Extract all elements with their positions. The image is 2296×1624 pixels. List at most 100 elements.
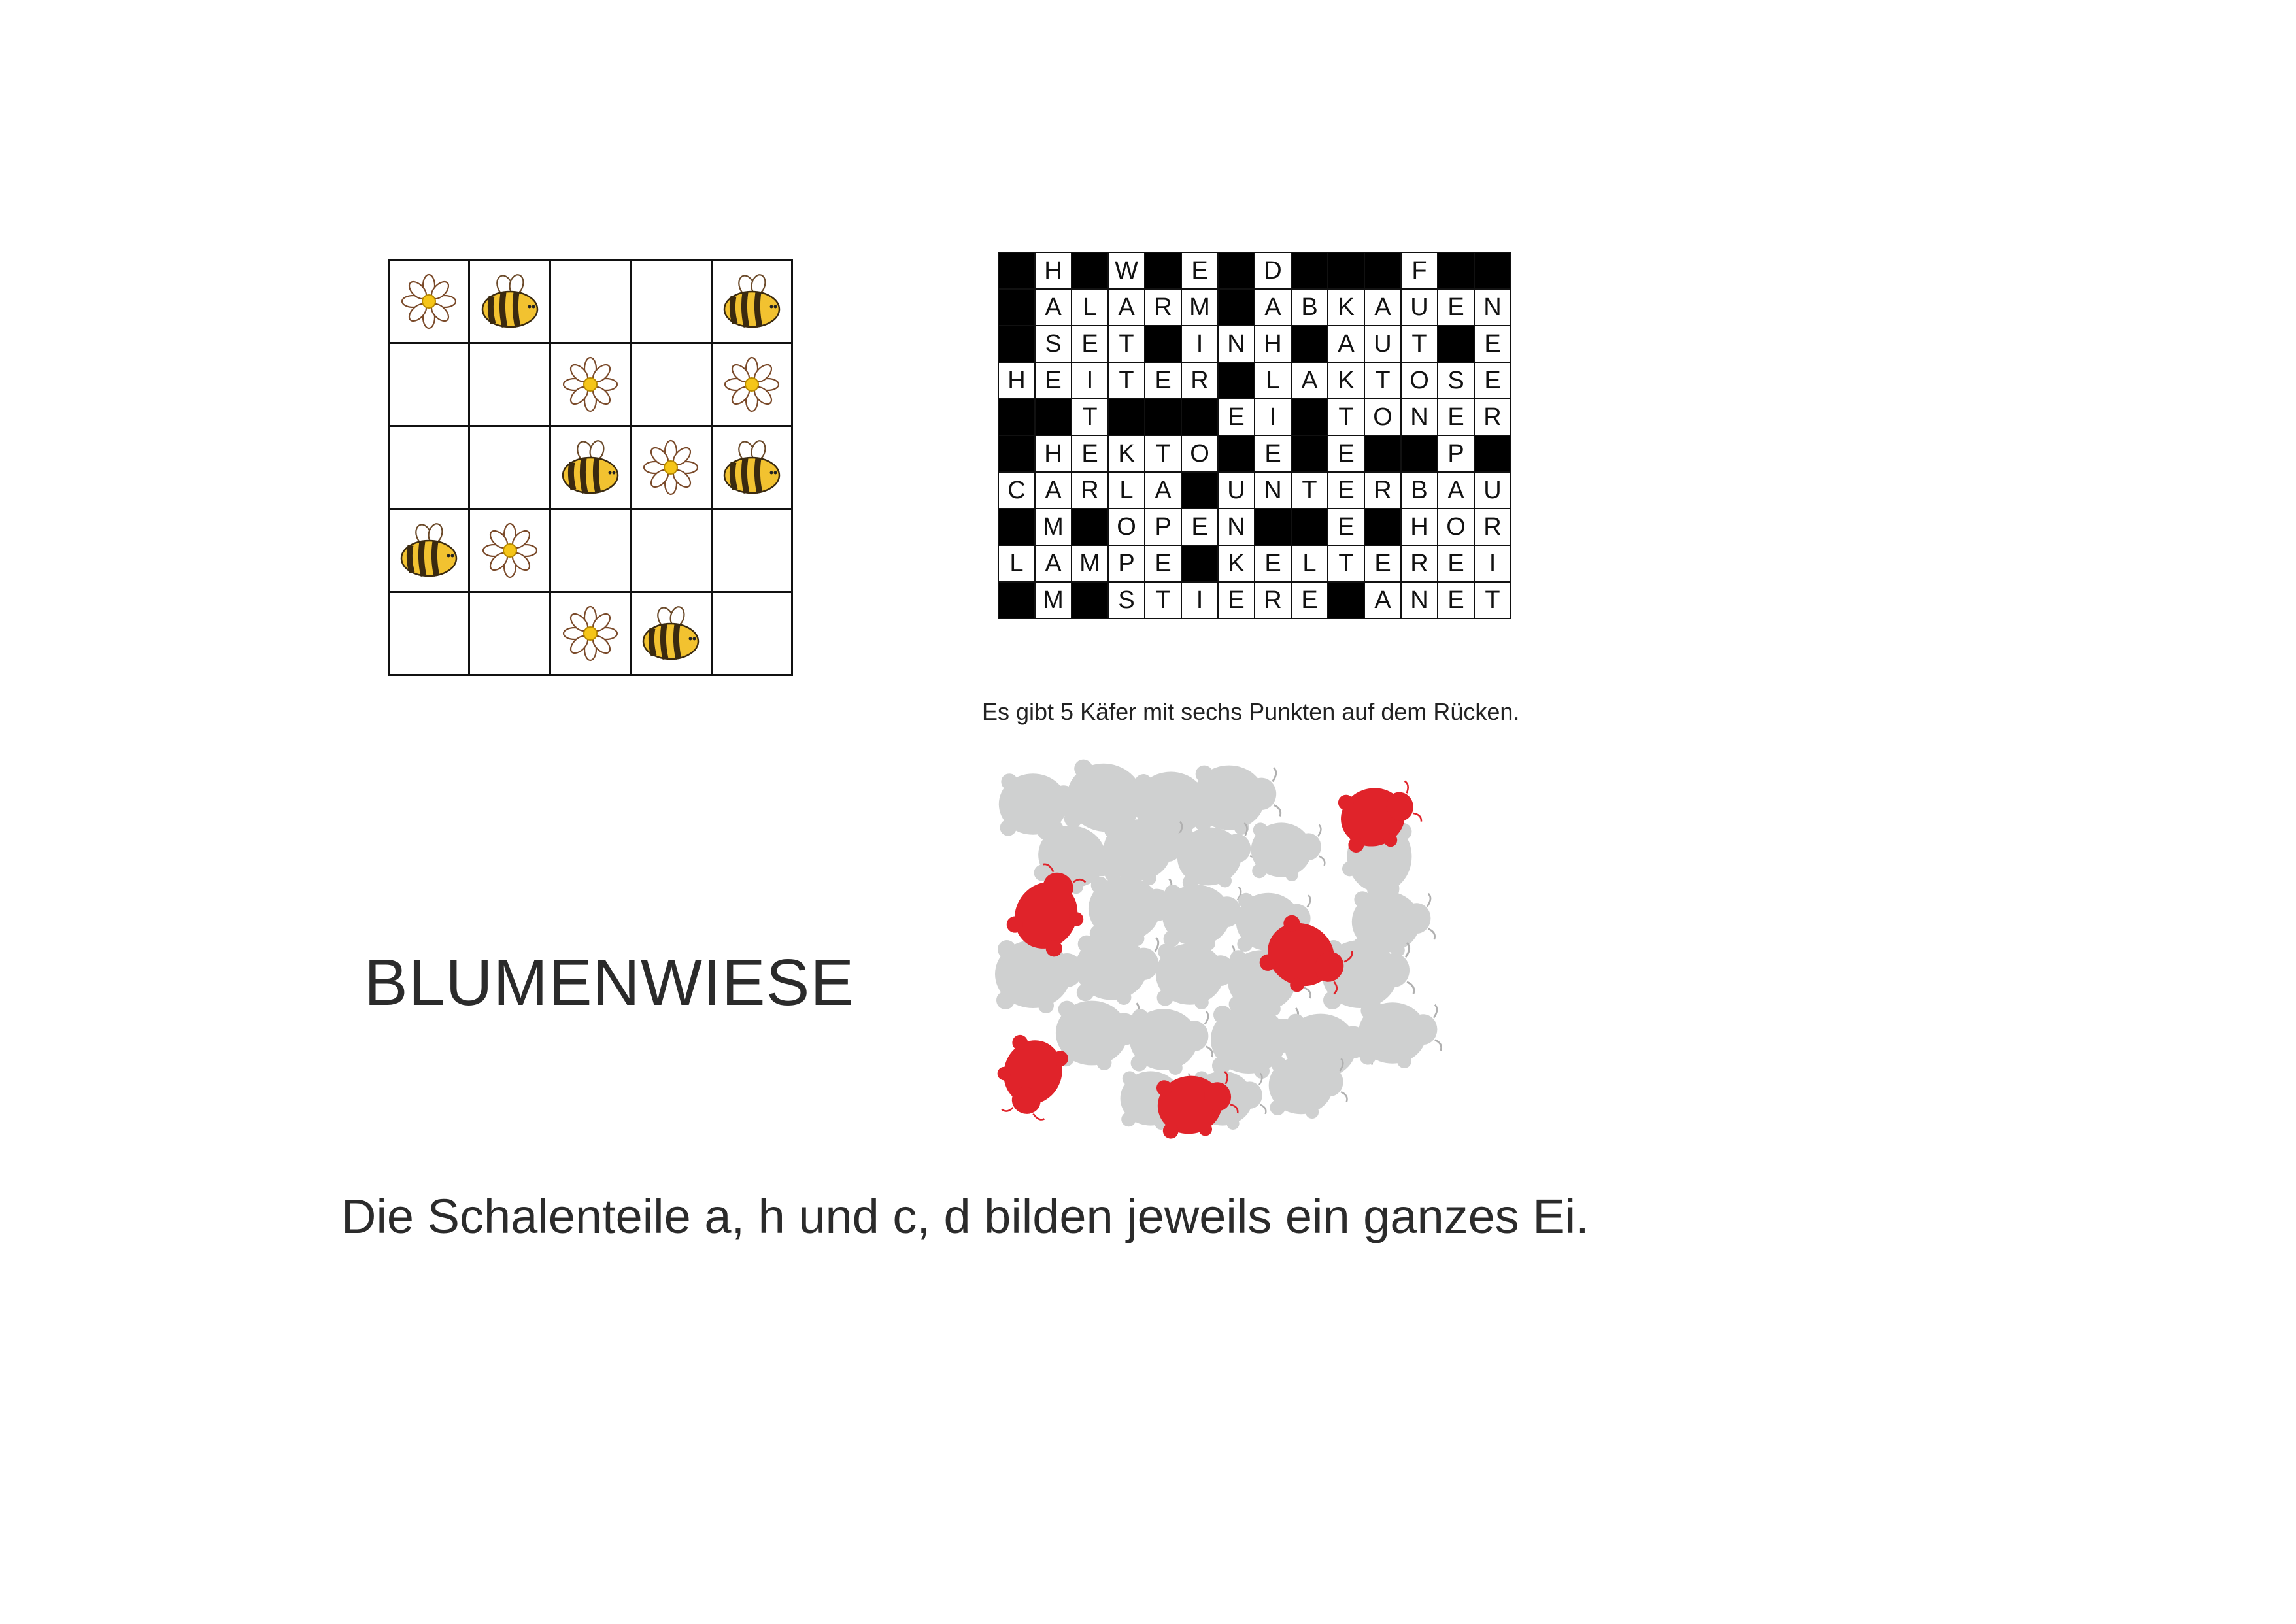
crossword-letter-cell: K [1217,545,1255,583]
crossword-black-cell [1181,545,1219,583]
crossword-black-cell [1144,325,1182,363]
crossword-letter-cell: A [1144,471,1182,509]
crossword-letter-cell: W [1107,252,1145,290]
crossword-letter-cell: A [1327,325,1365,363]
beetle-hint-text: Es gibt 5 Käfer mit sechs Punkten auf de… [982,698,1520,725]
bee-grid-cell [630,259,713,344]
bee-grid-cell [630,342,713,427]
crossword-letter-cell: I [1181,325,1219,363]
crossword-letter-cell: R [1181,362,1219,399]
gray-beetle-icon [1358,1002,1442,1068]
bee-grid-cell [468,508,551,593]
crossword-letter-cell: M [1071,545,1109,583]
bee-grid-cell [468,342,551,427]
crossword-letter-cell: O [1181,435,1219,473]
crossword-letter-cell: E [1437,288,1475,326]
crossword-black-cell [1144,252,1182,290]
bee-grid-cell [387,425,471,510]
bee-grid-cell [549,342,632,427]
bee-grid-cell [468,425,551,510]
crossword-letter-cell: E [1474,362,1511,399]
bee-icon [632,601,710,666]
gray-beetle-icon [995,940,1089,1013]
crossword-letter-cell: M [1181,288,1219,326]
crossword-letter-cell: T [1107,325,1145,363]
crossword-black-cell [1217,252,1255,290]
bee-icon [713,435,791,500]
bee-grid-cell [710,342,794,427]
bee-grid-cell [549,591,632,676]
daisy-icon [551,352,630,417]
crossword-letter-cell: T [1474,581,1511,619]
crossword-letter-cell: L [1291,545,1328,583]
red-beetle-icon [1338,780,1423,853]
gray-beetle-icon [1075,935,1164,1005]
crossword-black-cell [998,508,1036,546]
crossword-black-cell [1400,435,1438,473]
crossword-letter-cell: O [1107,508,1145,546]
crossword-letter-cell: E [1437,581,1475,619]
crossword-letter-cell: P [1144,508,1182,546]
bee-grid-cell [710,259,794,344]
daisy-icon [713,352,791,417]
crossword-letter-cell: I [1181,581,1219,619]
crossword-letter-cell: H [1034,435,1072,473]
crossword-letter-cell: L [1107,471,1145,509]
crossword-letter-cell: O [1364,398,1402,436]
crossword-letter-cell: B [1400,471,1438,509]
crossword-letter-cell: R [1144,288,1182,326]
crossword-letter-cell: P [1107,545,1145,583]
bee-grid-row [387,425,794,510]
crossword-letter-cell: E [1364,545,1402,583]
crossword-black-cell [1364,508,1402,546]
crossword-black-cell [1217,288,1255,326]
page-title: BLUMENWIESE [364,946,855,1019]
bee-flower-puzzle-grid [387,259,794,676]
crossword-letter-cell: T [1291,471,1328,509]
daisy-icon [390,269,468,334]
crossword-black-cell [1327,581,1365,619]
crossword-letter-cell: A [1107,288,1145,326]
crossword-letter-cell: T [1327,398,1365,436]
crossword-letter-cell: E [1144,362,1182,399]
crossword-letter-cell: L [998,545,1036,583]
crossword-letter-cell: D [1254,252,1292,290]
crossword-letter-cell: E [1254,435,1292,473]
crossword-letter-cell: A [1291,362,1328,399]
crossword-letter-cell: U [1217,471,1255,509]
crossword-black-cell [1474,435,1511,473]
crossword-letter-cell: A [1034,545,1072,583]
crossword-letter-cell: K [1327,288,1365,326]
gray-beetle-icon [1162,885,1246,951]
bee-grid-cell [710,591,794,676]
crossword-letter-cell: U [1364,325,1402,363]
crossword-letter-cell: O [1400,362,1438,399]
crossword-letter-cell: U [1400,288,1438,326]
crossword-letter-cell: A [1254,288,1292,326]
crossword-black-cell [1071,581,1109,619]
crossword-letter-cell: K [1327,362,1365,399]
crossword-letter-cell: M [1034,581,1072,619]
crossword-black-cell [998,435,1036,473]
crossword-letter-cell: T [1107,362,1145,399]
crossword-black-cell [1437,252,1475,290]
daisy-icon [470,518,549,583]
crossword-black-cell [1291,398,1328,436]
red-beetle-icon [997,1034,1068,1121]
crossword-black-cell [1181,398,1219,436]
crossword-letter-cell: N [1400,581,1438,619]
crossword-letter-cell: K [1107,435,1145,473]
bee-icon [470,269,549,334]
gray-beetle-icon [1129,1009,1213,1075]
gray-beetle-icon [1155,943,1240,1009]
crossword-black-cell [1217,362,1255,399]
crossword-letter-cell: T [1071,398,1109,436]
bee-grid-cell [468,591,551,676]
crossword-letter-cell: M [1034,508,1072,546]
